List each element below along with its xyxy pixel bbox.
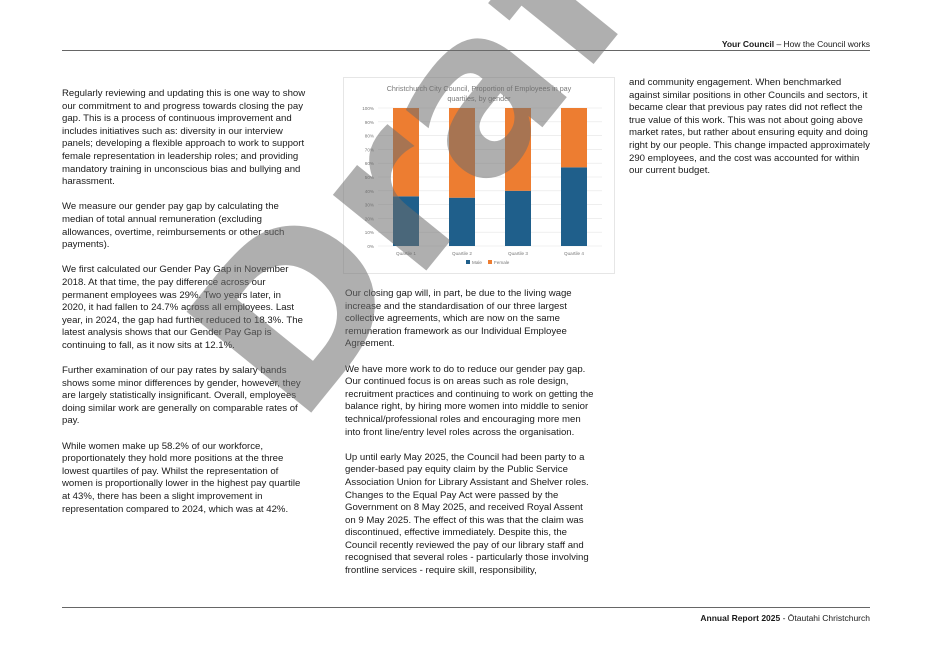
- header-text: Your Council – How the Council works: [722, 39, 870, 49]
- bar-female: [449, 108, 475, 198]
- y-tick-label: 10%: [365, 230, 374, 235]
- text-column-right: and community engagement. When benchmark…: [629, 77, 874, 190]
- page-footer: Annual Report 2025 - Ōtautahi Christchur…: [62, 607, 870, 623]
- text-column-left: Regularly reviewing and updating this is…: [62, 88, 307, 529]
- y-tick-label: 60%: [365, 161, 374, 166]
- paragraph: Our closing gap will, in part, be due to…: [345, 288, 572, 350]
- y-tick-label: 20%: [365, 216, 374, 221]
- paragraph: Further examination of our pay rates by …: [62, 365, 301, 427]
- paragraph: We measure our gender pay gap by calcula…: [62, 201, 285, 251]
- legend-swatch: [488, 260, 492, 264]
- header-section-title: Your Council: [721, 39, 775, 49]
- paragraph: While women make up 58.2% of our workfor…: [62, 440, 301, 515]
- text-column-middle: Our closing gap will, in part, be due to…: [345, 288, 595, 590]
- x-tick-label: Quartile 1: [396, 251, 416, 256]
- bar-female: [393, 108, 419, 197]
- bar-female: [561, 108, 587, 168]
- y-tick-label: 70%: [365, 147, 374, 152]
- y-tick-label: 0%: [367, 244, 374, 249]
- bar-female: [505, 108, 531, 191]
- page-header: Your Council – How the Council works: [62, 36, 870, 51]
- bar-male: [561, 167, 587, 246]
- bar-male: [449, 197, 475, 246]
- paragraph: Regularly reviewing and updating this is…: [62, 88, 306, 188]
- bar-male: [505, 190, 531, 246]
- paragraph: We first calculated our Gender Pay Gap i…: [62, 264, 303, 351]
- y-tick-label: 80%: [365, 134, 374, 139]
- y-tick-label: 90%: [365, 120, 374, 125]
- legend-label: Female: [494, 260, 510, 265]
- x-tick-label: Quartile 3: [508, 251, 528, 256]
- chart-title: Christchurch City Council, Proportion of…: [386, 84, 572, 103]
- footer-report-location: - Ōtautahi Christchurch: [780, 613, 870, 623]
- bar-male: [393, 196, 419, 246]
- footer-text: Annual Report 2025 - Ōtautahi Christchur…: [700, 613, 870, 623]
- footer-report-title: Annual Report 2025: [700, 613, 781, 623]
- y-tick-label: 100%: [362, 106, 374, 111]
- header-section-subtitle: – How the Council works: [774, 39, 870, 49]
- y-tick-label: 40%: [365, 189, 374, 194]
- legend-swatch: [466, 260, 470, 264]
- x-tick-label: Quartile 4: [564, 251, 584, 256]
- y-tick-label: 30%: [365, 203, 374, 208]
- legend-label: Male: [472, 260, 482, 265]
- x-tick-label: Quartile 2: [452, 251, 472, 256]
- chart-plot: 0% 10% 20% 30% 40% 50% 60% 70% 80% 90% 100% Quartil…: [362, 106, 602, 265]
- paragraph: and community engagement. When benchmark…: [629, 77, 870, 177]
- paragraph: We have more work to do to reduce our ge…: [345, 363, 594, 438]
- pay-quartile-chart: Christchurch City Council, Proportion of…: [343, 77, 615, 274]
- paragraph: Up until early May 2025, the Council had…: [345, 451, 589, 577]
- y-tick-label: 50%: [365, 175, 374, 180]
